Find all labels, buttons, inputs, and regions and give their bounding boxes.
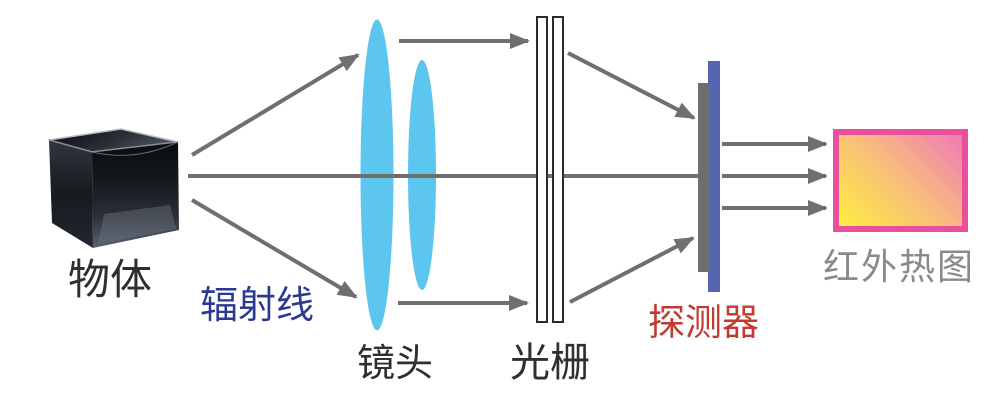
radiation-arrow-up	[190, 53, 360, 157]
detector-bar-gray	[698, 83, 709, 272]
heatmap-image	[833, 129, 968, 232]
lens-label: 镜头	[357, 343, 434, 385]
grating-to-detector-arrow-top	[567, 51, 696, 120]
object-label: 物体	[68, 256, 153, 303]
grating-to-detector-arrow-bottom	[569, 236, 695, 304]
grating-slabs	[536, 16, 564, 323]
detector-bar-blue	[708, 61, 720, 292]
detector-label: 探测器	[648, 302, 759, 343]
radiation-arrow-down	[190, 198, 358, 299]
grating-label: 光栅	[510, 341, 590, 385]
object-cube	[48, 128, 179, 248]
heatmap-label: 红外热图	[823, 246, 976, 287]
detector-bars	[698, 61, 720, 292]
radiation-label: 辐射线	[200, 285, 315, 327]
